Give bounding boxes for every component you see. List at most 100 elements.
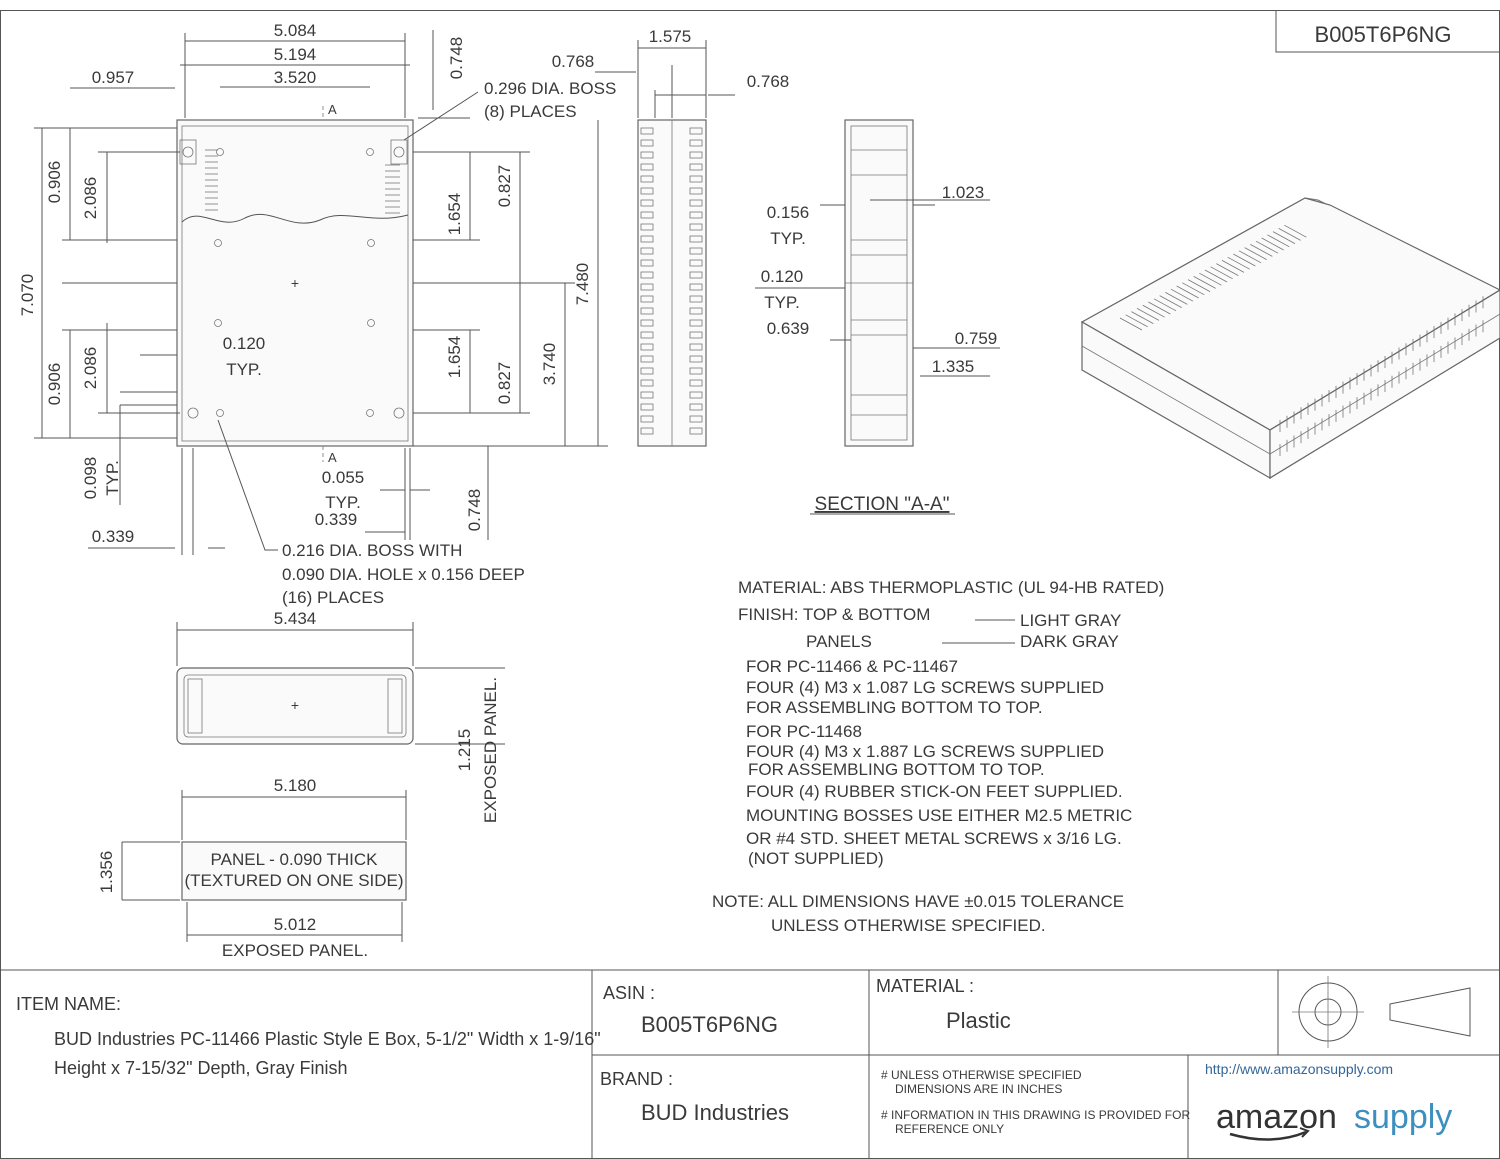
iso-vent-slot	[1136, 308, 1160, 321]
note-line-7: FOUR (4) RUBBER STICK-ON FEET SUPPLIED.	[746, 782, 1123, 801]
vent-slot	[689, 367, 703, 375]
vent-slot	[640, 223, 654, 231]
sec-dim-0120-typ: TYP.	[764, 293, 800, 312]
boss-callout-line1: 0.296 DIA. BOSS	[484, 79, 616, 98]
dim-0748-bottom: 0.748	[465, 489, 484, 532]
vent-slot	[689, 415, 703, 423]
dim-0120: 0.120	[223, 334, 266, 353]
vent-slot	[640, 379, 654, 387]
top-view-right-vents	[385, 164, 400, 214]
vent-slot	[689, 391, 703, 399]
iso-vent-slot	[1125, 314, 1148, 328]
dim-1575: 1.575	[649, 27, 692, 46]
vent-slot	[689, 295, 703, 303]
note-line-8: MOUNTING BOSSES USE EITHER M2.5 METRIC	[746, 806, 1132, 825]
vent-slot	[689, 271, 703, 279]
iso-vent-slot	[1176, 285, 1199, 299]
logo-text-supply: supply	[1354, 1098, 1452, 1136]
sec-dim-0639: 0.639	[767, 319, 810, 338]
vent-slot	[640, 235, 654, 243]
sec-dim-0156: 0.156	[767, 203, 810, 222]
units-note-1: # UNLESS OTHERWISE SPECIFIED	[881, 1068, 1082, 1082]
iso-vent-slot	[1131, 311, 1154, 324]
supply-url[interactable]: http://www.amazonsupply.com	[1205, 1061, 1393, 1077]
note-line-4: FOR PC-11468	[746, 722, 862, 741]
reference-note-1: # INFORMATION IN THIS DRAWING IS PROVIDE…	[881, 1108, 1190, 1122]
vent-slot	[689, 355, 703, 363]
panel-view: 5.180 1.356 PANEL - 0.090 THICK (TEXTURE…	[97, 776, 407, 960]
vent-slot	[689, 307, 703, 315]
vent-slot	[689, 151, 703, 159]
dim-0827-upper: 0.827	[495, 165, 514, 208]
vent-slot	[640, 247, 654, 255]
hole-callout-line2: 0.090 DIA. HOLE x 0.156 DEEP	[282, 565, 525, 584]
section-title: SECTION "A-A"	[815, 494, 950, 515]
iso-vent-slot	[1210, 266, 1233, 280]
vent-slot	[689, 199, 703, 207]
sec-dim-0759: 0.759	[955, 329, 998, 348]
vent-slot	[689, 259, 703, 267]
vent-slot	[640, 307, 654, 315]
dim-0748-top: 0.748	[447, 37, 466, 80]
isometric-view	[1080, 197, 1500, 480]
sec-dim-0156-typ: TYP.	[770, 229, 806, 248]
dim-1654-upper: 1.654	[445, 193, 464, 236]
vent-slot	[640, 283, 654, 291]
vent-slot	[640, 331, 654, 339]
iso-vent-slot	[1238, 250, 1262, 264]
material-value: Plastic	[946, 1008, 1011, 1033]
panel-dim-1356: 1.356	[97, 851, 116, 894]
logo-text-amazon: amazon	[1216, 1098, 1337, 1136]
vent-slot	[689, 175, 703, 183]
vent-slot	[640, 259, 654, 267]
iso-vent-slot	[1261, 237, 1284, 251]
iso-vent-slot	[1187, 279, 1211, 292]
dim-3740: 3.740	[540, 343, 559, 386]
break-line	[181, 213, 409, 224]
end-dim-1215: 1.215	[455, 729, 474, 772]
end-view-outline	[176, 667, 414, 745]
iso-vent-slot	[1153, 298, 1177, 312]
projection-symbol-icon	[1292, 976, 1471, 1048]
note-material: MATERIAL: ABS THERMOPLASTIC (UL 94-HB RA…	[738, 578, 1164, 597]
part-number-text: B005T6P6NG	[1315, 22, 1452, 47]
section-view: 0.156 TYP. 1.023 0.120 TYP. 0.639 0.759 …	[755, 119, 1000, 515]
iso-vent-slot	[1165, 292, 1188, 305]
vent-slot	[640, 319, 654, 327]
general-notes: MATERIAL: ABS THERMOPLASTIC (UL 94-HB RA…	[712, 578, 1164, 935]
side-view: 1.575 0.768 0.768	[552, 27, 790, 447]
note-line-6: FOR ASSEMBLING BOTTOM TO TOP.	[748, 760, 1045, 779]
dim-0055: 0.055	[322, 468, 365, 487]
top-dim-lines	[70, 30, 470, 119]
vent-slot	[689, 211, 703, 219]
item-name-label: ITEM NAME:	[16, 994, 121, 1014]
item-name-line1: BUD Industries PC-11466 Plastic Style E …	[54, 1029, 601, 1049]
end-view: + 5.434 1.215 EXPOSED PANEL.	[176, 609, 505, 823]
material-label: MATERIAL :	[876, 976, 974, 996]
iso-vent-slot	[1278, 228, 1301, 241]
dim-3520: 3.520	[274, 68, 317, 87]
dim-0827-lower: 0.827	[495, 362, 514, 405]
iso-vent-slot	[1267, 234, 1290, 248]
vent-slot	[640, 127, 654, 135]
dim-0768-right: 0.768	[747, 72, 790, 91]
hole-callout-line1: 0.216 DIA. BOSS WITH	[282, 541, 462, 560]
dim-2086-upper: 2.086	[81, 177, 100, 220]
panel-exposed-label: EXPOSED PANEL.	[222, 941, 368, 960]
vent-slot	[689, 427, 703, 435]
vent-slot	[689, 319, 703, 327]
vent-slot	[640, 355, 654, 363]
note-line-10: (NOT SUPPLIED)	[748, 849, 884, 868]
section-view-ribs	[851, 149, 907, 416]
vent-slot	[640, 271, 654, 279]
iso-vent-slot	[1227, 256, 1250, 270]
iso-vent-slot	[1233, 253, 1256, 267]
left-dim-lines	[34, 127, 225, 555]
dim-0120-typ: TYP.	[226, 360, 262, 379]
note-light-gray: LIGHT GRAY	[1020, 611, 1121, 630]
asin-label: ASIN :	[603, 983, 655, 1003]
note-tolerance-2: UNLESS OTHERWISE SPECIFIED.	[771, 916, 1046, 935]
brand-value: BUD Industries	[641, 1100, 789, 1125]
isometric-vents	[1119, 224, 1484, 456]
top-view: + A A 5.084 5.194 3.520 0.957 0.748 0.29…	[18, 21, 616, 607]
